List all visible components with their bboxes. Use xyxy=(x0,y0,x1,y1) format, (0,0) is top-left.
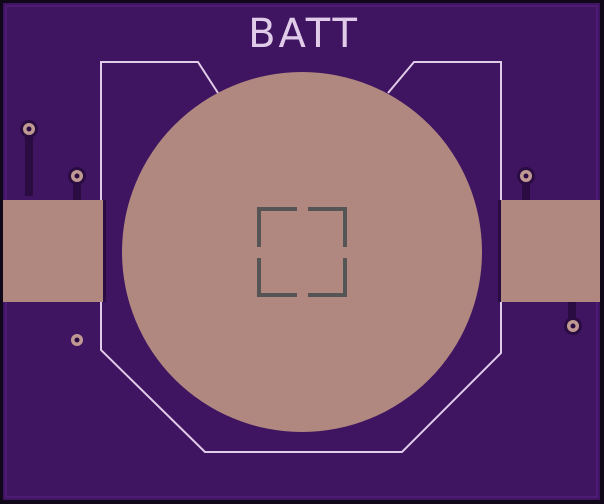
via-bottom-left xyxy=(71,334,83,346)
holder-outline-bottom xyxy=(100,300,502,453)
batt-label: BATT xyxy=(248,11,360,57)
holder-outline-top-right xyxy=(387,61,502,200)
center-mark xyxy=(257,207,347,297)
left-pad-clearance xyxy=(103,200,106,302)
right-contact-pad xyxy=(501,200,600,302)
holder-outline-top-left xyxy=(100,61,219,300)
battery-center-pad xyxy=(122,72,482,432)
via-top-left xyxy=(20,120,38,138)
via-right xyxy=(517,167,535,185)
right-pad-clearance xyxy=(498,200,501,302)
via-left xyxy=(68,167,86,185)
via-bottom-right xyxy=(564,317,582,335)
left-contact-pad xyxy=(3,200,103,302)
